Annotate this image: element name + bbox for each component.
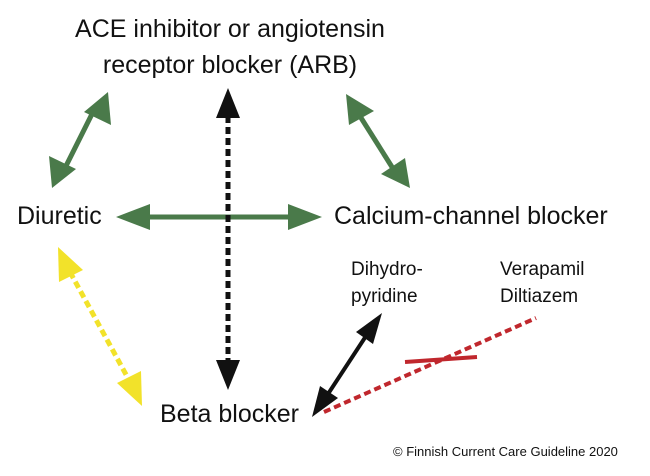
node-dihydropyridine-line2: pyridine xyxy=(351,286,418,307)
node-diuretic: Diuretic xyxy=(17,202,102,230)
arrow-diuretic-ccb-head-right xyxy=(288,204,322,230)
arrow-diuretic-beta-shaft xyxy=(67,270,132,382)
arrow-ace-beta-head-top xyxy=(216,88,240,118)
node-verapamil: Verapamil xyxy=(500,259,585,280)
arrow-ace-ccb-head-bottom xyxy=(381,158,410,188)
arrow-ace-ccb-shaft xyxy=(355,111,395,169)
arrow-diuretic-ccb-head-left xyxy=(116,204,150,230)
node-diltiazem: Diltiazem xyxy=(500,286,579,307)
arrow-dihydropyridine-beta-shaft xyxy=(326,334,368,396)
arrow-ace-ccb xyxy=(346,94,410,188)
node-calcium-channel-blocker: Calcium-channel blocker xyxy=(334,202,608,230)
arrow-ace-diuretic-head-top xyxy=(84,92,111,125)
arrow-ace-diuretic-head-bottom xyxy=(49,156,76,188)
arrow-dihydropyridine-beta-head-top xyxy=(356,313,382,344)
arrow-ace-beta-head-bottom xyxy=(216,360,240,390)
arrow-diuretic-beta-head-top xyxy=(58,247,83,282)
arrow-diuretic-beta xyxy=(58,247,142,406)
line-verapamil-beta-cross xyxy=(404,355,478,364)
arrow-diuretic-ccb xyxy=(116,204,322,230)
line-verapamil-beta-dashed xyxy=(323,316,537,414)
arrow-ace-ccb-head-top xyxy=(346,94,374,125)
arrow-diuretic-beta-head-bottom xyxy=(117,371,142,406)
node-dihydropyridine-line1: Dihydro- xyxy=(351,259,423,280)
arrow-dihydropyridine-beta xyxy=(312,313,382,417)
arrow-ace-diuretic xyxy=(49,92,111,188)
node-beta-blocker: Beta blocker xyxy=(160,400,299,428)
line-verapamil-beta-avoid xyxy=(323,316,537,414)
node-ace-arb-line1: ACE inhibitor or angiotensin xyxy=(75,15,385,43)
node-ace-arb-line2: receptor blocker (ARB) xyxy=(102,51,358,79)
arrow-dihydropyridine-beta-head-bottom xyxy=(312,386,338,417)
copyright-notice: © Finnish Current Care Guideline 2020 xyxy=(393,444,618,459)
arrow-ace-beta xyxy=(216,88,240,390)
arrow-ace-diuretic-shaft xyxy=(63,110,96,168)
